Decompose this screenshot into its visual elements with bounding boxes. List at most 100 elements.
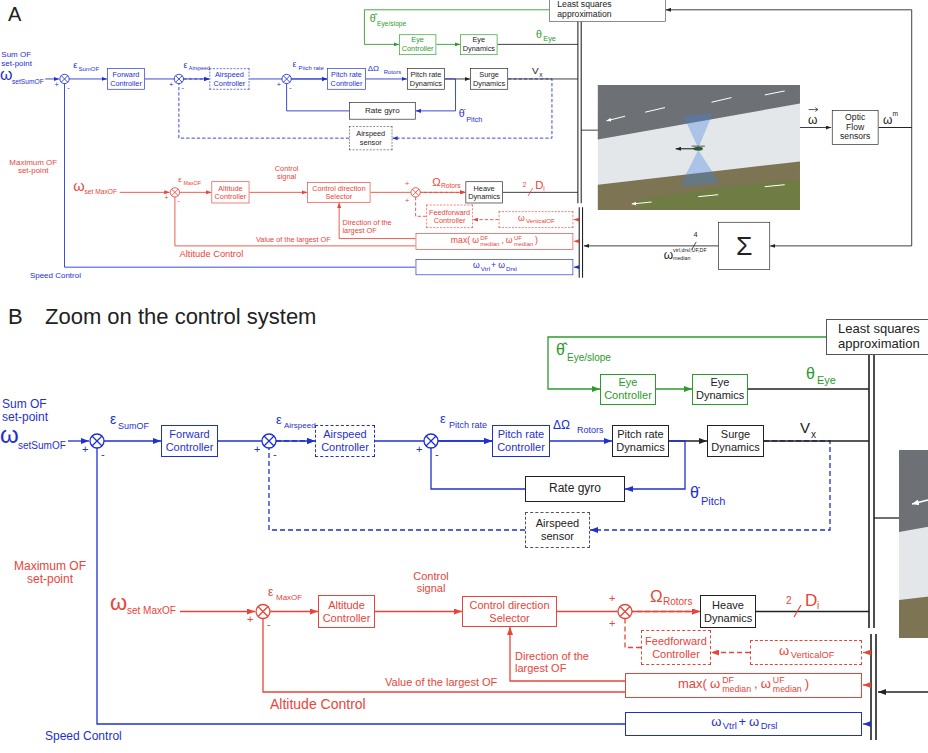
signal-label: vtrl,drsl,UF,DF <box>673 248 707 254</box>
node-text: Rate gyro <box>549 481 601 495</box>
node-text: Least squares approximation <box>838 321 920 351</box>
node-text: UF <box>773 676 802 685</box>
node-text: median <box>773 685 802 694</box>
signal-arrow <box>339 203 415 239</box>
signal-label: Ω <box>432 177 440 189</box>
signal-label: median <box>673 256 690 262</box>
text-wrap: max(ωDFmedian,ωUFmedian) <box>450 235 539 247</box>
signal-arrow <box>550 440 612 441</box>
signal-label: Sum OF set-point <box>2 398 64 424</box>
node-text: Airspeed sensor <box>536 517 579 542</box>
text-wrap: Control direction Selector <box>466 599 553 624</box>
summing-junction <box>174 74 183 83</box>
signal-label: + <box>405 196 409 204</box>
bus-bar <box>869 350 876 740</box>
text-wrap: Surge Dynamics <box>711 428 760 453</box>
bus-slash <box>528 188 533 196</box>
signal-label: + <box>164 193 168 201</box>
edge-label: Direction of the largest OF <box>515 650 597 674</box>
feedback-line <box>584 245 718 246</box>
signal-label: ω <box>0 66 12 84</box>
node-text: Eye Controller <box>604 376 652 401</box>
junction-cross <box>172 189 179 196</box>
node-text: Pitch rate Dynamics <box>616 428 664 453</box>
sensor-box: Rate gyro <box>525 476 625 502</box>
signal-arrow <box>179 79 349 138</box>
signal-arrow <box>711 652 750 653</box>
signal-label: set MaxOF <box>84 188 117 195</box>
summing-junctions <box>90 434 632 619</box>
signal-label: Eye/slope <box>377 20 406 27</box>
signal-label: ω <box>0 422 19 448</box>
summing-junctions <box>60 74 420 197</box>
text-wrap: Airspeed Controller <box>319 428 371 453</box>
edge-label: Value of the largest OF <box>256 235 331 243</box>
signal-label: ω <box>73 179 84 195</box>
node-text: Eye Controller <box>402 36 434 52</box>
index-stack: UFmedian <box>773 676 802 695</box>
velocity-arrow <box>676 148 695 149</box>
index-stack: DFmedian <box>480 235 499 247</box>
node-text: ω <box>761 676 771 691</box>
signal-label: Rotors <box>384 69 402 76</box>
text-wrap: Altitude Controller <box>214 184 247 201</box>
node-text: Feedforward Controller <box>645 635 707 660</box>
signal-label: - <box>182 84 184 92</box>
bus-bar <box>578 18 583 277</box>
signal-label: set MaxOF <box>127 605 176 616</box>
signal-label: ε <box>276 413 282 427</box>
signal-label: 4 <box>694 231 698 239</box>
dynamics-box: Surge Dynamics <box>707 425 764 457</box>
signal-label: + <box>609 617 615 629</box>
text-wrap: Optic Flow sensors <box>837 113 873 143</box>
text-wrap: Least squares approximation <box>838 322 928 352</box>
signal-label: + <box>82 443 88 455</box>
signal-label: Airspeed <box>284 422 316 431</box>
node-text: Vtrl <box>723 722 737 732</box>
bus-arrow <box>574 219 579 220</box>
signal-label: Pitch rate <box>299 66 324 73</box>
process-box: Least squares approximation <box>549 0 665 22</box>
setpoint-arrow <box>180 611 255 612</box>
dynamics-box: Heave Dynamics <box>700 595 756 628</box>
node-text: ω <box>472 236 479 246</box>
node-text: max( <box>678 676 707 691</box>
junction-cross <box>412 189 419 196</box>
node-text: Vtrl <box>481 266 490 273</box>
text-wrap: Pitch rate Dynamics <box>410 71 443 88</box>
signal-label: ε <box>440 412 446 426</box>
bus-arrow <box>574 241 579 242</box>
signal-label: θ̇ <box>690 484 699 502</box>
signal-label: ε <box>110 412 116 427</box>
flow-vector-line <box>800 127 831 128</box>
summing-junction <box>90 434 104 448</box>
signal-label: Rotors <box>577 426 604 436</box>
signal-arrow <box>366 78 407 79</box>
signal-label: MaxOF <box>184 181 201 187</box>
node-text: ω <box>498 261 505 271</box>
node-text: Drsl <box>761 722 778 732</box>
controller-box: Pitch rate Controller <box>327 68 366 89</box>
controller-box: Airspeed Controller <box>209 68 249 89</box>
setpoint-arrow <box>45 78 59 79</box>
signal-label: SumOF <box>78 66 99 73</box>
signal-label: - <box>178 197 180 205</box>
controller-box: Feedforward Controller <box>426 205 473 228</box>
signal-label: - <box>289 84 291 92</box>
junction-cross <box>620 607 630 617</box>
sensor-box: Airspeed sensor <box>349 126 392 150</box>
text-wrap: Pitch rate Controller <box>496 428 546 453</box>
sensor-cone <box>684 113 713 148</box>
controller-box: Forward Controller <box>107 68 145 89</box>
node-text: Pitch rate Dynamics <box>410 71 442 87</box>
bus-arrow <box>863 652 871 653</box>
text-wrap: Airspeed sensor <box>529 517 586 542</box>
text-wrap: Heave Dynamics <box>468 184 500 201</box>
text-wrap: Eye Controller <box>604 376 652 401</box>
signal-label: + <box>416 443 422 455</box>
text-wrap: ωVerticalOF <box>517 214 555 225</box>
selector-box: Control direction Selector <box>462 596 557 627</box>
node-text: Forward Controller <box>166 428 214 453</box>
signal-label: x <box>811 429 816 440</box>
